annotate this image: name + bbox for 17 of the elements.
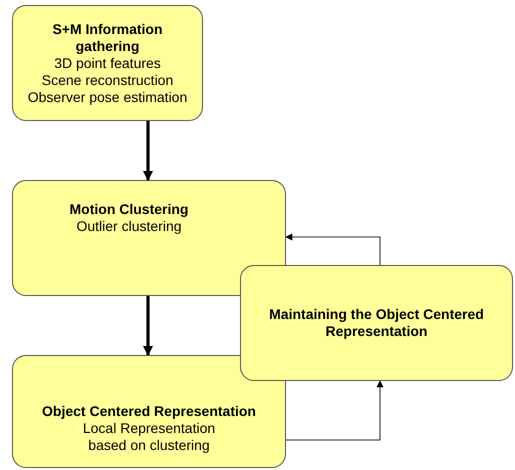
box-heading: Motion Clustering [70,201,188,218]
box-text: 3D point features [54,54,161,72]
box-heading: Maintaining the Object Centered Representation [268,306,485,340]
process-box [240,265,513,381]
box-text: Local Representation based on clustering [82,420,216,454]
process-box [12,5,203,121]
box-heading: S+M Information gathering [51,20,164,54]
box-heading: Object Centered Representation [42,403,256,420]
arrow [286,380,384,440]
box-text: Scene reconstruction [42,72,174,88]
process-box [12,355,286,468]
process-box [12,180,286,296]
arrow [143,121,153,181]
box-text: Observer pose estimation [28,88,188,106]
arrow [143,296,153,356]
arrow [285,234,380,266]
box-text: Outlier clustering [76,218,182,235]
